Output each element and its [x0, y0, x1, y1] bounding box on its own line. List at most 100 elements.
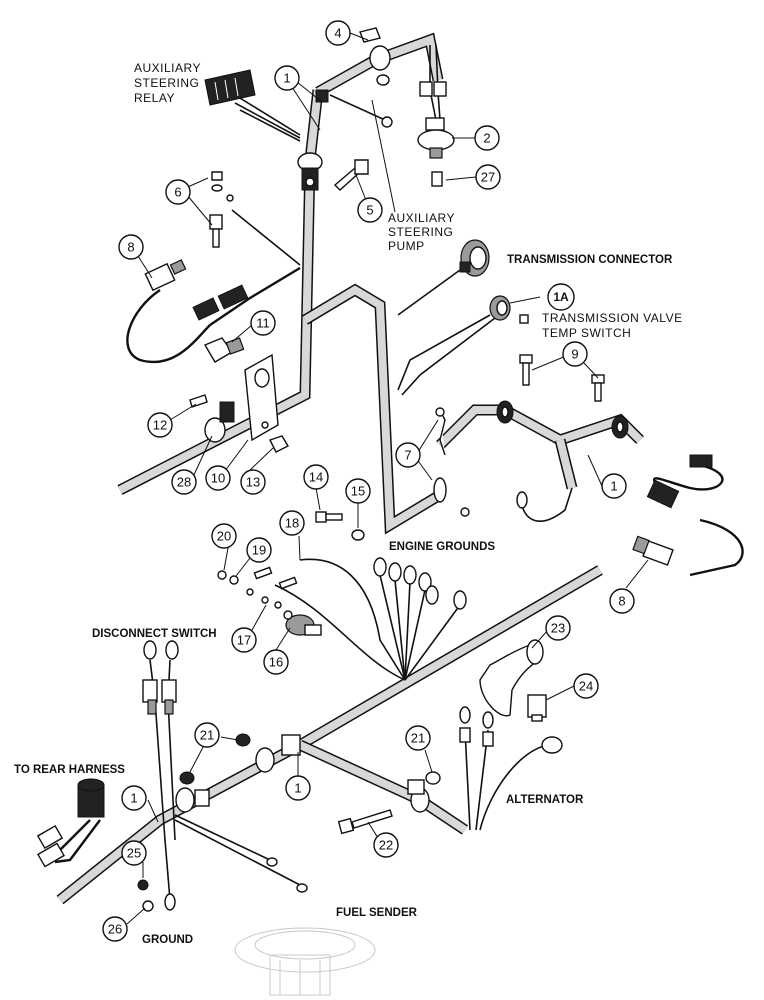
svg-text:4: 4 [334, 26, 341, 41]
aux-steering-relay-connector [204, 69, 256, 106]
svg-text:27: 27 [481, 170, 495, 185]
svg-text:26: 26 [108, 922, 122, 937]
fuel-sender-terminals [266, 857, 308, 893]
callout-22: 22 [373, 832, 399, 858]
boot-23 [479, 639, 544, 717]
svg-text:23: 23 [551, 621, 565, 636]
svg-text:5: 5 [366, 203, 373, 218]
alternator-terminals [459, 706, 563, 754]
disconnect-switch-part [142, 640, 179, 715]
sender-8-upper [144, 259, 249, 321]
callout-20: 20 [211, 523, 237, 549]
callout-27: 27 [475, 164, 501, 190]
callout-24: 24 [573, 673, 599, 699]
bracket-10 [244, 353, 279, 442]
callout-13: 13 [240, 469, 266, 495]
bolt-14 [315, 511, 343, 523]
callout-15: 15 [345, 478, 371, 504]
svg-text:22: 22 [379, 838, 393, 853]
aux-pump-label-3: PUMP [388, 239, 425, 253]
pressure-switch-2 [417, 81, 455, 187]
svg-text:19: 19 [252, 543, 266, 558]
clamps-lower-harness [175, 734, 430, 813]
callout-23: 23 [545, 615, 571, 641]
fuel-sender-unit-faint [234, 927, 376, 996]
clamp-item-4 [359, 27, 391, 86]
trans-connector-label: TRANSMISSION CONNECTOR [507, 254, 673, 266]
callout-4: 4 [325, 20, 351, 46]
connector-right-top [689, 454, 713, 468]
svg-text:21: 21 [200, 728, 214, 743]
aux-pump-label-2: STEERING [388, 225, 453, 239]
svg-text:14: 14 [309, 470, 323, 485]
trans-valve-label-2: TEMP SWITCH [542, 326, 631, 340]
svg-text:1A: 1A [553, 290, 569, 304]
svg-text:7: 7 [404, 448, 411, 463]
aux-relay-label-1: AUXILIARY [134, 61, 201, 75]
callout-1-right: 1 [601, 473, 627, 499]
callout-10: 10 [205, 465, 231, 491]
to-rear-harness-label: TO REAR HARNESS [14, 764, 125, 776]
callouts: 1 1 1 1 1 1A 2 4 5 6 7 8 8 9 10 11 12 13… [102, 20, 635, 942]
svg-text:24: 24 [579, 679, 593, 694]
svg-text:1: 1 [294, 781, 301, 796]
harness-clip-item-1 [297, 89, 329, 191]
callout-21-left: 21 [194, 722, 220, 748]
clamp-28 [204, 401, 235, 443]
sender-8-lower-right [632, 479, 680, 566]
trans-valve-temp-switch-1a [489, 295, 529, 324]
bolts-9 [519, 354, 605, 402]
wires [50, 44, 744, 901]
engine-grounds-label: ENGINE GROUNDS [389, 541, 495, 553]
callout-21-right: 21 [405, 725, 431, 751]
bolt-5 [333, 159, 369, 191]
svg-text:12: 12 [153, 418, 167, 433]
callout-28: 28 [171, 469, 197, 495]
callout-5: 5 [357, 197, 383, 223]
callout-26: 26 [102, 916, 128, 942]
ring-terminal-right [516, 491, 528, 509]
nuts-25-26 [137, 879, 176, 912]
callout-25: 25 [121, 840, 147, 866]
svg-text:6: 6 [174, 185, 181, 200]
svg-text:2: 2 [483, 131, 490, 146]
callout-16: 16 [263, 649, 289, 675]
harness-bundles [56, 32, 644, 905]
callout-18: 18 [279, 510, 305, 536]
aux-pump-label-1: AUXILIARY [388, 211, 455, 225]
aux-relay-label-3: RELAY [134, 91, 175, 105]
svg-text:16: 16 [269, 655, 283, 670]
svg-text:21: 21 [411, 731, 425, 746]
svg-text:1: 1 [283, 71, 290, 86]
svg-text:20: 20 [217, 529, 231, 544]
svg-text:1: 1 [610, 479, 617, 494]
svg-text:9: 9 [571, 347, 578, 362]
engine-ground-rings [373, 557, 467, 610]
leader-lines [126, 32, 649, 925]
nut-15 [351, 529, 365, 541]
disconnect-switch-label: DISCONNECT SWITCH [92, 628, 217, 640]
temp-sender-6 [209, 171, 234, 248]
callout-12: 12 [147, 412, 173, 438]
components [36, 27, 713, 996]
callout-9: 9 [562, 341, 588, 367]
callout-1-mid: 1 [285, 775, 311, 801]
callout-11: 11 [250, 310, 276, 336]
grommets-right-harness [496, 400, 629, 439]
callout-2: 2 [474, 125, 500, 151]
callout-1-left: 1 [121, 785, 147, 811]
callout-1a: 1A [547, 283, 575, 311]
callout-8-lower: 8 [609, 588, 635, 614]
fitting-11 [203, 337, 245, 363]
callout-6: 6 [165, 179, 191, 205]
callout-7: 7 [395, 442, 421, 468]
bolt-12 [189, 394, 208, 408]
switch-16 [283, 610, 322, 636]
svg-text:8: 8 [618, 594, 625, 609]
svg-text:13: 13 [246, 475, 260, 490]
svg-text:8: 8 [127, 240, 134, 255]
callout-1-top: 1 [274, 65, 300, 91]
svg-text:17: 17 [237, 633, 251, 648]
